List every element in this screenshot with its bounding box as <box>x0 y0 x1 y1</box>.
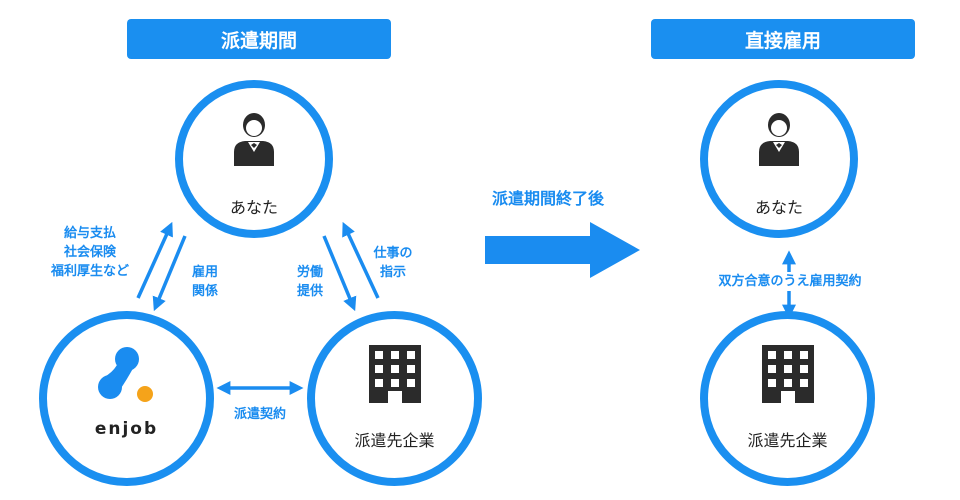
edge-label-employment: 雇用 関係 <box>178 263 232 301</box>
person-icon <box>234 113 274 166</box>
arrow-work-instruction <box>342 221 380 299</box>
edge-label-labor-line2: 提供 <box>296 284 323 299</box>
right-section-title: 直接雇用 <box>651 19 915 59</box>
arrow-pay-to-you <box>136 221 173 299</box>
left-section-title-text: 派遣期間 <box>220 29 297 52</box>
node-company-direct: 派遣先企業 <box>700 311 875 486</box>
edge-label-labor: 労働 提供 <box>283 263 337 301</box>
person-icon <box>759 113 799 166</box>
edge-label-dispatch-contract: 派遣契約 <box>233 407 286 422</box>
edge-label-instruction-line2: 指示 <box>379 265 406 280</box>
edge-label-direct-contract: 双方合意のうえ雇用契約 <box>685 272 895 291</box>
edge-label-labor-line1: 労働 <box>296 265 323 280</box>
edge-label-instruction-line1: 仕事の <box>373 246 413 261</box>
edge-label-payment-line1: 給与支払 <box>63 226 116 241</box>
edge-label-payment: 給与支払 社会保険 福利厚生など <box>45 224 135 281</box>
node-you-direct: あなた <box>700 80 858 238</box>
node-company: 派遣先企業 <box>307 311 482 486</box>
enjob-logo <box>98 347 153 402</box>
right-section-title-text: 直接雇用 <box>744 29 821 52</box>
node-company-direct-label: 派遣先企業 <box>747 431 828 450</box>
left-section-title: 派遣期間 <box>127 19 391 59</box>
arrow-employment-relation <box>152 235 187 312</box>
node-you-label: あなた <box>229 198 278 217</box>
edge-label-payment-line2: 社会保険 <box>63 245 116 260</box>
arrow-labor-provision <box>322 235 357 312</box>
edge-label-instruction: 仕事の 指示 <box>363 244 423 282</box>
enjob-brand-text: enjob <box>94 419 159 439</box>
transition-label: 派遣期間終了後 <box>491 189 604 208</box>
edge-label-payment-line3: 福利厚生など <box>50 264 129 279</box>
edge-label-employment-line2: 関係 <box>191 284 218 299</box>
building-icon <box>762 345 814 403</box>
arrow-right-icon <box>485 222 640 278</box>
node-you: あなた <box>175 80 333 238</box>
node-enjob: enjob <box>39 311 214 486</box>
edge-label-employment-line1: 雇用 <box>191 265 218 280</box>
node-company-label: 派遣先企業 <box>354 431 435 450</box>
node-you-direct-label: あなた <box>754 198 803 217</box>
building-icon <box>369 345 421 403</box>
